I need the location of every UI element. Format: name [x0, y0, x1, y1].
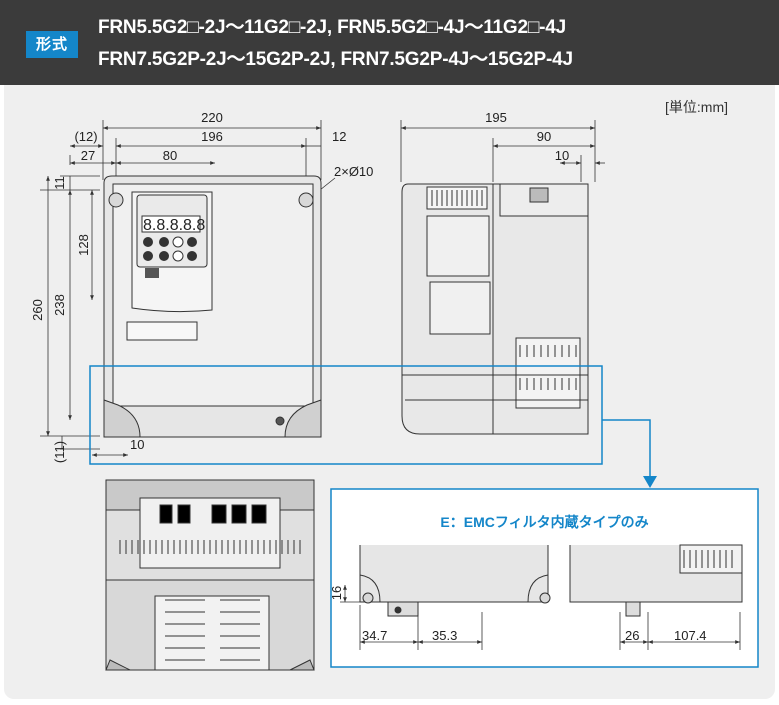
emc-side-detail [569, 544, 743, 617]
front-view-dimensions [40, 120, 336, 457]
model-line-1: FRN5.5G2□-2J～11G2□-2J, FRN5.5G2□-4J～11G2… [98, 17, 566, 38]
dim-220: 220 [201, 110, 223, 125]
dim-260: 260 [30, 299, 45, 321]
model-line-2: FRN7.5G2P-2J～15G2P-2J, FRN7.5G2P-4J～15G2… [98, 49, 573, 70]
keypad-keys [143, 236, 197, 278]
dim-11: 11 [52, 176, 67, 190]
model-badge: 形式 [26, 31, 78, 58]
emc-front-detail [359, 545, 551, 617]
dim-80: 80 [163, 148, 177, 163]
dim-26: 26 [625, 628, 639, 643]
dim-90: 90 [537, 129, 551, 144]
dim-10: 10 [130, 437, 144, 452]
dim-34-7: 34.7 [362, 628, 387, 643]
side-view-dimensions [400, 120, 605, 182]
dim-12: 12 [332, 129, 346, 144]
emc-highlight [89, 365, 657, 488]
emc-title: E：EMCフィルタ内蔵タイプのみ [440, 514, 649, 530]
dim-238: 238 [52, 294, 67, 316]
dim-10-side: 10 [555, 148, 569, 163]
dim-195: 195 [485, 110, 507, 125]
dim-35-3: 35.3 [432, 628, 457, 643]
dim-11-ref: (11) [52, 441, 67, 463]
side-view-labels: 195 90 10 [485, 110, 569, 163]
svg-text:8.8.8.8.8: 8.8.8.8.8 [143, 217, 205, 234]
front-view [103, 175, 322, 438]
unit-label: [単位:mm] [665, 99, 728, 115]
dim-196: 196 [201, 129, 223, 144]
dim-128: 128 [76, 234, 91, 256]
header-bar: 形式 FRN5.5G2□-2J～11G2□-2J, FRN5.5G2□-4J～1… [0, 0, 779, 85]
dim-16: 16 [329, 586, 344, 600]
front-view-labels: 220 196 (12) 12 27 80 2×Ø10 11 128 260 2… [30, 110, 373, 463]
bottom-view [105, 479, 315, 671]
emc-dimensions [340, 585, 741, 650]
emc-labels: 16 34.7 35.3 26 107.4 [329, 586, 707, 643]
dim-hole: 2×Ø10 [334, 164, 373, 179]
dim-27: 27 [81, 148, 95, 163]
side-view-vents [431, 190, 577, 390]
bottom-view-slots [119, 504, 301, 661]
keypad-display: 8.8.8.8.8 [143, 217, 205, 234]
dim-12-ref: (12) [74, 129, 97, 144]
dim-107-4: 107.4 [674, 628, 707, 643]
side-view [401, 183, 589, 435]
